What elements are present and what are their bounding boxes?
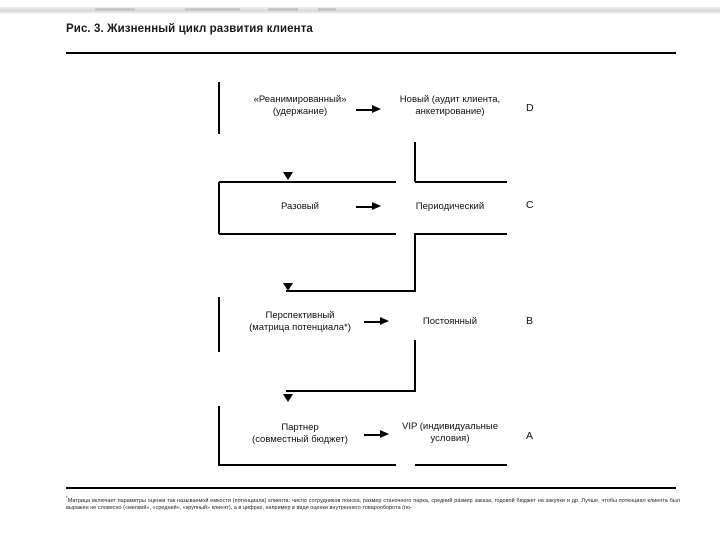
connector-b-across-left: [286, 390, 416, 392]
figure-title-text: Жизненный цикл развития клиента: [107, 23, 313, 35]
row-d-right-line1: Новый (аудит клиента,: [399, 94, 501, 105]
figure-title: Рис. 3. Жизненный цикл развития клиента: [66, 23, 313, 35]
row-b-left-line2: (матрица потенциала*): [249, 322, 351, 333]
row-a-rail-right: [415, 464, 507, 466]
row-c-right-line1: Периодический: [415, 201, 485, 212]
row-b-letter: B: [526, 315, 534, 327]
row-c-letter: C: [526, 199, 534, 211]
row-a-left-line2: (совместный бюджет): [252, 434, 348, 445]
connector-d-across-right: [415, 181, 507, 183]
row-a-left-line1: Партнер: [281, 422, 319, 433]
diagram-row-d: «Реанимированный» (удержание) Новый (ауд…: [218, 82, 534, 142]
row-d-left-line1: «Реанимированный»: [253, 94, 347, 105]
top-band-speck-4: [318, 8, 336, 11]
row-a-arrow-head: [380, 430, 389, 438]
row-c-left-line1: Разовый: [281, 201, 319, 212]
row-c-left-label: Разовый: [230, 201, 370, 213]
row-a-left-bar: [218, 406, 220, 466]
row-c-arrow-head: [372, 202, 381, 210]
connector-d-across-left: [219, 181, 396, 183]
row-c-arrow-icon: [356, 202, 382, 211]
connector-c-across-left: [286, 290, 416, 292]
connector-b-arrow-icon: [283, 394, 293, 402]
row-b-left-label: Перспективный (матрица потенциала*): [230, 310, 370, 334]
top-band-speck-1: [95, 8, 135, 11]
row-b-arrow-head: [380, 317, 389, 325]
row-d-arrow-head: [372, 105, 381, 113]
connector-b-down: [414, 340, 416, 392]
row-d-left-line2: (удержание): [272, 106, 328, 117]
row-a-right-label: VIP (индивидуальные условия): [386, 421, 514, 445]
connector-c-down: [414, 233, 416, 291]
row-d-right-label: Новый (аудит клиента, анкетирование): [386, 94, 514, 118]
row-a-left-label: Партнер (совместный бюджет): [230, 422, 370, 446]
row-b-left-line1: Перспективный: [265, 310, 335, 321]
footnote-divider-rule: [66, 487, 676, 489]
row-d-left-label: «Реанимированный» (удержание): [230, 94, 370, 118]
footnote-text: *Матрица включает параметры оценки так н…: [66, 494, 680, 513]
footnote-marker: *: [66, 495, 68, 500]
connector-c-arrow-icon: [283, 283, 293, 291]
row-a-right-line1: VIP (индивидуальные: [401, 421, 499, 432]
row-b-left-bar: [218, 297, 220, 352]
title-divider-rule: [66, 52, 676, 54]
row-c-right-label: Периодический: [386, 201, 514, 213]
row-c-arrow-shaft: [356, 206, 374, 208]
row-b-arrow-icon: [364, 317, 390, 326]
connector-c-rail-right: [415, 233, 507, 235]
row-b-right-line1: Постоянный: [422, 316, 478, 327]
row-a-letter: A: [526, 430, 534, 442]
connector-c-rail-left: [219, 233, 396, 235]
row-d-arrow-icon: [356, 105, 382, 114]
footnote-body: Матрица включает параметры оценки так на…: [66, 497, 680, 512]
top-band-speck-2: [185, 8, 240, 11]
row-d-right-line2: анкетирование): [415, 106, 485, 117]
diagram-row-a: Партнер (совместный бюджет) VIP (индивид…: [218, 406, 533, 468]
figure-number: Рис. 3.: [66, 23, 104, 35]
row-b-right-label: Постоянный: [386, 316, 514, 328]
connector-d-arrow-icon: [283, 172, 293, 180]
row-a-rail-left: [219, 464, 396, 466]
row-b-arrow-shaft: [364, 321, 382, 323]
diagram-row-b: Перспективный (матрица потенциала*) Пост…: [218, 297, 533, 357]
row-c-left-bar: [218, 182, 220, 234]
row-d-letter: D: [526, 102, 534, 114]
row-d-arrow-shaft: [356, 109, 374, 111]
top-gray-band: [0, 7, 720, 14]
row-a-right-line2: условия): [430, 433, 470, 444]
row-d-left-bar: [218, 82, 220, 134]
row-a-arrow-shaft: [364, 434, 382, 436]
connector-d-down: [414, 142, 416, 182]
top-band-speck-3: [268, 8, 298, 11]
row-a-arrow-icon: [364, 430, 390, 439]
diagram-row-c: Разовый Периодический C: [218, 182, 534, 238]
